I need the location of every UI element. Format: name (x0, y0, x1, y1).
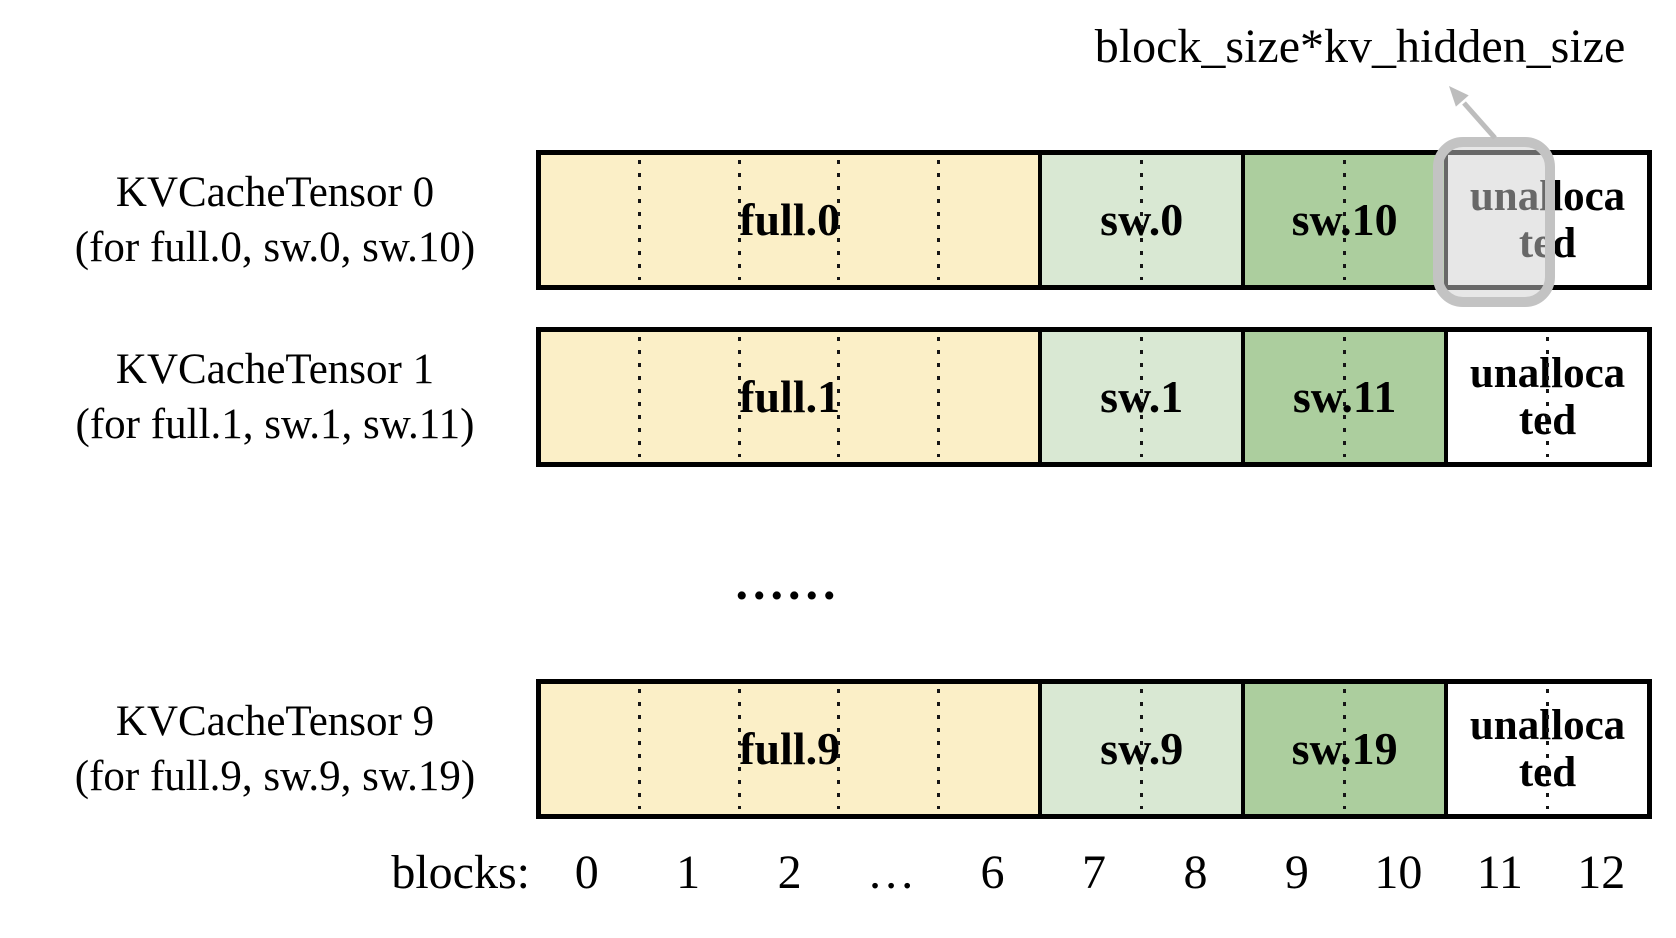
block-divider (1139, 337, 1143, 457)
block-divider (638, 689, 642, 809)
rows-ellipsis: ...... (735, 554, 841, 610)
tick-label: 8 (1183, 846, 1208, 899)
tick-label: 10 (1374, 846, 1423, 899)
block-divider (1342, 689, 1346, 809)
full-section: full.9 (541, 684, 1039, 814)
block-divider (1545, 337, 1549, 457)
tensor-9-label: KVCacheTensor 9 (for full.9, sw.9, sw.19… (28, 679, 522, 819)
callout-arrow-icon (1449, 86, 1497, 140)
tick-label: … (867, 846, 916, 899)
highlight-box (1433, 137, 1555, 307)
sw-section: sw.1 (1038, 332, 1242, 462)
blocks-axis: 0 1 2 … 6 7 8 9 10 11 12 (536, 842, 1652, 904)
block-divider (737, 337, 741, 457)
tick-label: 11 (1476, 846, 1523, 899)
tensor-0-title: KVCacheTensor 0 (115, 169, 435, 216)
full-section: full.0 (541, 155, 1039, 285)
block-divider (638, 160, 642, 280)
tick-label: 9 (1284, 846, 1309, 899)
tensor-9-title: KVCacheTensor 9 (115, 698, 435, 745)
tensor-0-label: KVCacheTensor 0 (for full.0, sw.0, sw.10… (28, 150, 522, 290)
full-section-label: full.1 (739, 370, 841, 422)
block-divider (1545, 689, 1549, 809)
sw2-section: sw.10 (1241, 155, 1445, 285)
block-divider (837, 689, 841, 809)
tick-label: 2 (777, 846, 802, 899)
block-divider (936, 160, 940, 280)
unallocated-section: unalloca ted (1444, 332, 1647, 462)
block-divider (737, 160, 741, 280)
block-divider (737, 689, 741, 809)
tick-label: 7 (1081, 846, 1106, 899)
tensor-1-title: KVCacheTensor 1 (115, 346, 435, 393)
block-divider (1139, 160, 1143, 280)
block-divider (1342, 160, 1346, 280)
tensor-1-bar: full.1 sw.1 sw.11 unalloca ted (536, 327, 1652, 467)
tensor-1-label: KVCacheTensor 1 (for full.1, sw.1, sw.11… (28, 327, 522, 467)
block-divider (1342, 337, 1346, 457)
full-section-label: full.0 (739, 193, 841, 245)
full-section-label: full.9 (739, 722, 841, 774)
sw2-section: sw.11 (1241, 332, 1445, 462)
tensor-0-subtitle: (for full.0, sw.0, sw.10) (74, 224, 476, 271)
tick-label: 12 (1577, 846, 1626, 899)
tick-label: 6 (980, 846, 1005, 899)
tensor-1-subtitle: (for full.1, sw.1, sw.11) (75, 401, 475, 448)
tick-label: 0 (574, 846, 599, 899)
sw-section: sw.0 (1038, 155, 1242, 285)
annotation-block-size: block_size*kv_hidden_size (1094, 20, 1626, 73)
block-divider (936, 337, 940, 457)
block-divider (638, 337, 642, 457)
sw2-section: sw.19 (1241, 684, 1445, 814)
block-divider (936, 689, 940, 809)
tensor-9-subtitle: (for full.9, sw.9, sw.19) (74, 753, 476, 800)
block-divider (1139, 689, 1143, 809)
unallocated-section: unalloca ted (1444, 684, 1647, 814)
block-divider (837, 160, 841, 280)
blocks-axis-title: blocks: (391, 846, 530, 899)
full-section: full.1 (541, 332, 1039, 462)
tick-label: 1 (676, 846, 701, 899)
sw-section: sw.9 (1038, 684, 1242, 814)
tensor-9-bar: full.9 sw.9 sw.19 unalloca ted (536, 679, 1652, 819)
block-divider (837, 337, 841, 457)
